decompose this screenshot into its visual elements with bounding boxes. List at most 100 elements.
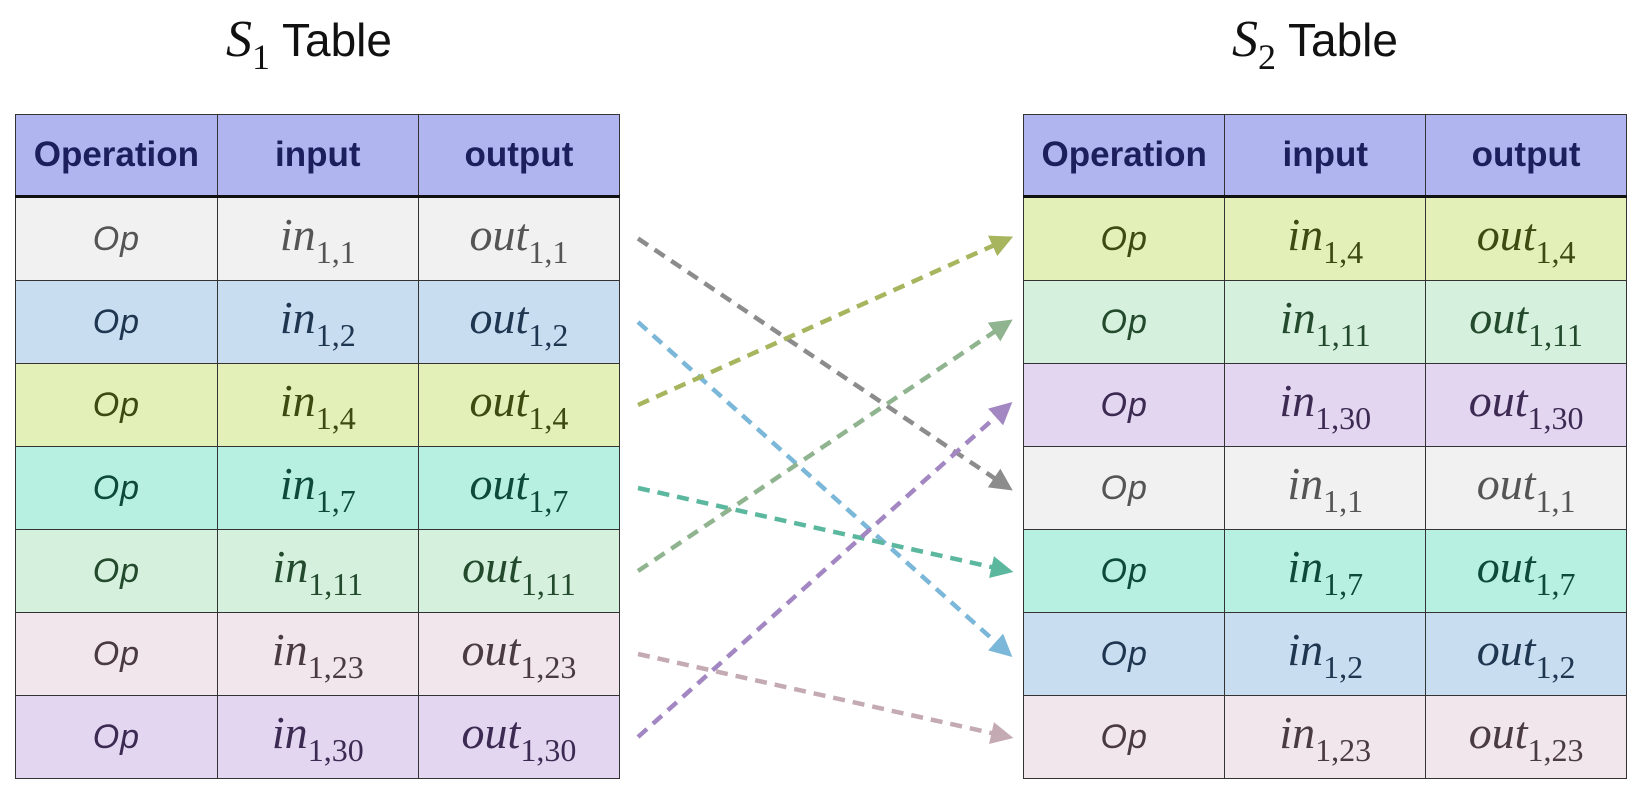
out-subscript: 1,30: [1527, 399, 1584, 436]
title-subscript: 2: [1258, 36, 1276, 77]
out-name: out: [469, 291, 529, 343]
in-name: in: [1287, 457, 1324, 509]
operation-cell: Op: [1022, 280, 1226, 364]
out-name: out: [469, 208, 529, 260]
out-subscript: 1,23: [1527, 731, 1584, 768]
mapping-arrow: [636, 236, 1013, 491]
operation-cell: Op: [1022, 695, 1226, 779]
input-cell: in1,2: [216, 280, 419, 364]
header-row: Operation input output: [15, 114, 621, 198]
operation-cell: Op: [1022, 446, 1226, 530]
input-cell: in1,1: [216, 196, 419, 281]
header-row: Operation input output: [1022, 114, 1627, 198]
out-name: out: [1476, 623, 1536, 675]
output-cell: out1,7: [1425, 529, 1627, 613]
in-subscript: 1,2: [1323, 648, 1364, 685]
header-output: output: [417, 114, 621, 198]
operation-cell: Op: [15, 446, 218, 530]
input-cell: in1,23: [1224, 695, 1427, 779]
in-subscript: 1,4: [1323, 233, 1364, 270]
output-cell: out1,2: [417, 280, 621, 364]
in-subscript: 1,1: [315, 233, 356, 270]
operation-cell: Op: [1022, 529, 1226, 613]
s2-table-title: S2 Table: [1232, 10, 1398, 80]
header-input: input: [1224, 114, 1427, 198]
title-text: Table: [282, 14, 392, 66]
in-name: in: [1287, 208, 1324, 260]
in-name: in: [271, 623, 308, 675]
in-subscript: 1,7: [1323, 565, 1364, 602]
output-cell: out1,1: [1425, 446, 1627, 530]
in-subscript: 1,11: [1315, 316, 1371, 353]
in-subscript: 1,23: [1315, 731, 1372, 768]
output-cell: out1,30: [1425, 363, 1627, 447]
in-subscript: 1,1: [1323, 482, 1364, 519]
out-name: out: [1468, 374, 1528, 426]
in-subscript: 1,2: [315, 316, 356, 353]
input-cell: in1,30: [1224, 363, 1427, 447]
output-cell: out1,4: [1425, 196, 1627, 281]
in-subscript: 1,11: [308, 565, 364, 602]
out-subscript: 1,7: [528, 482, 569, 519]
operation-cell: Op: [15, 196, 218, 281]
output-cell: out1,4: [417, 363, 621, 447]
input-cell: in1,1: [1224, 446, 1427, 530]
out-subscript: 1,1: [528, 233, 569, 270]
in-name: in: [1279, 374, 1316, 426]
operation-cell: Op: [1022, 363, 1226, 447]
mapping-arrow: [636, 319, 1013, 573]
input-cell: in1,11: [216, 529, 419, 613]
in-subscript: 1,4: [315, 399, 356, 436]
input-cell: in1,30: [216, 695, 419, 779]
out-name: out: [461, 706, 521, 758]
in-name: in: [271, 706, 308, 758]
out-name: out: [461, 623, 521, 675]
mapping-arrow: [636, 401, 1013, 739]
operation-cell: Op: [15, 695, 218, 779]
in-subscript: 1,30: [307, 731, 364, 768]
input-cell: in1,23: [216, 612, 419, 696]
out-name: out: [1476, 208, 1536, 260]
in-name: in: [279, 208, 316, 260]
input-cell: in1,7: [216, 446, 419, 530]
in-name: in: [279, 291, 316, 343]
operation-cell: Op: [15, 363, 218, 447]
title-symbol: S: [1232, 11, 1258, 68]
in-name: in: [1279, 291, 1316, 343]
out-subscript: 1,7: [1535, 565, 1576, 602]
out-subscript: 1,11: [1528, 316, 1583, 353]
in-subscript: 1,23: [307, 648, 364, 685]
output-cell: out1,1: [417, 196, 621, 281]
operation-cell: Op: [15, 280, 218, 364]
in-name: in: [1279, 706, 1316, 758]
title-symbol: S: [226, 11, 252, 68]
in-name: in: [1287, 540, 1324, 592]
title-subscript: 1: [252, 36, 270, 77]
input-cell: in1,11: [1224, 280, 1427, 364]
output-cell: out1,2: [1425, 612, 1627, 696]
s1-table-title: S1 Table: [226, 10, 392, 80]
header-output: output: [1425, 114, 1627, 198]
out-name: out: [469, 374, 529, 426]
title-text: Table: [1288, 14, 1398, 66]
mapping-arrow: [637, 235, 1014, 408]
out-name: out: [1476, 457, 1536, 509]
output-cell: out1,23: [417, 612, 621, 696]
out-subscript: 1,2: [528, 316, 569, 353]
output-cell: out1,11: [1425, 280, 1627, 364]
in-subscript: 1,7: [315, 482, 356, 519]
out-subscript: 1,23: [520, 648, 577, 685]
input-cell: in1,4: [1224, 196, 1427, 281]
